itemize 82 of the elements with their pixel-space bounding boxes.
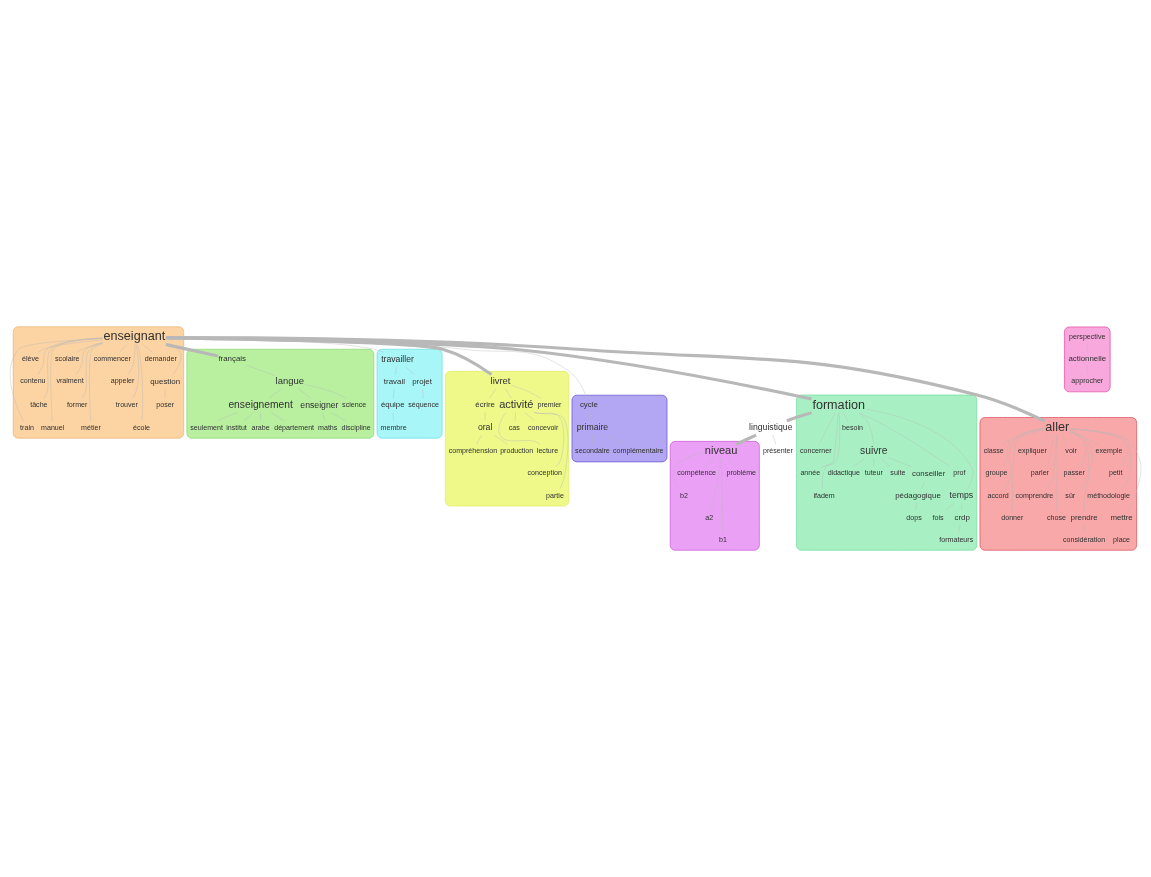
node-text: projet [412,376,432,386]
connector [858,412,874,445]
connector [165,343,182,375]
cluster [186,348,375,439]
connector [165,337,588,399]
connector [786,411,813,423]
connector [1044,435,1058,489]
node-text: conseiller [912,468,946,478]
connector [489,388,497,399]
node-text: question [150,376,181,386]
connector [704,458,714,467]
connector [710,458,721,511]
connector [165,335,1046,423]
node-text: mettre [1110,512,1133,522]
connector [1069,430,1090,489]
node-text: niveau [704,444,738,457]
connector [165,336,493,376]
connector [1069,430,1093,511]
connector [822,412,840,489]
connector [1069,428,1128,467]
connector [498,412,541,445]
connector [37,338,103,375]
node-text: langue [275,375,305,387]
node-text: aller [1045,420,1070,435]
node-text: prendre [1070,512,1098,522]
connector [89,343,103,421]
node-text: crdp [954,512,970,522]
connector [1069,428,1142,511]
connector [9,338,103,421]
node-text: primaire [576,422,609,433]
cluster [376,348,443,439]
node-text: français [218,354,246,364]
connector [820,412,839,468]
connector [511,385,541,399]
node-text: suivre [860,445,888,457]
connector [82,342,103,399]
connector [1069,432,1099,445]
connector [75,342,103,375]
node-text: équipe [380,400,405,410]
node-text: activité [499,398,534,411]
connector [405,366,415,375]
connector [37,339,103,353]
connector [533,412,569,489]
connector [1045,435,1055,467]
connector [132,344,139,399]
node-text: pédagogique [895,490,941,500]
connector [858,412,951,467]
node-text: actionnelle [1068,354,1107,364]
connector [43,337,103,399]
connector [127,344,136,375]
node-text: linguistique [749,422,793,433]
connector [1069,428,1131,489]
connector [476,434,482,445]
cluster [1064,326,1111,393]
cluster [571,394,668,463]
connector [1002,428,1046,467]
connector [137,344,143,421]
connector [1012,428,1045,511]
connector [505,388,512,399]
connector [50,337,103,421]
connector [524,412,535,421]
node-text: enseignant [103,329,166,344]
node-text: cycle [579,400,598,410]
connector [735,433,757,446]
connector [165,342,219,358]
connector [673,452,705,489]
cluster [796,394,978,551]
cluster [979,417,1137,551]
node-text: enseignement [228,398,293,410]
connector [142,344,153,353]
cluster [669,441,760,551]
node-text: enseigner [300,399,339,410]
node-text: livret [490,375,511,387]
node-text: formation [812,397,865,412]
connector [166,336,812,401]
node-text: travail [383,376,405,386]
connector [494,434,508,445]
node-text: oral [477,422,493,433]
connector [1001,429,1045,445]
node-text: écrire [475,400,495,410]
node-text: temps [949,490,974,501]
node-text: travailler [381,353,414,364]
